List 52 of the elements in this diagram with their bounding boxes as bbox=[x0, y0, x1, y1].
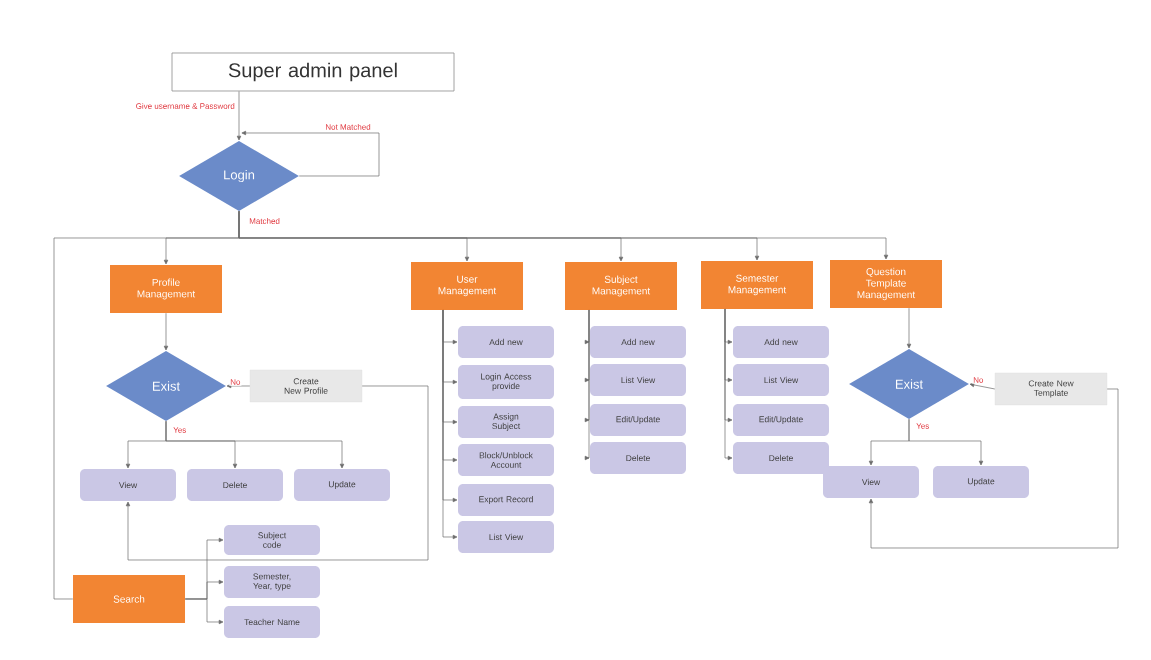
action-box: Edit/Update bbox=[590, 404, 686, 436]
edge-label: Yes bbox=[172, 426, 188, 434]
edge-label: No bbox=[229, 378, 242, 386]
action-box: Delete bbox=[733, 442, 829, 474]
action-box: Teacher Name bbox=[224, 606, 320, 638]
module-box: Search bbox=[73, 575, 185, 623]
module-box: User Management bbox=[411, 262, 523, 310]
title-box: Super admin panel bbox=[171, 52, 455, 92]
edge-label: Yes bbox=[915, 422, 931, 430]
action-box: Subject code bbox=[224, 525, 320, 555]
module-box: Profile Management bbox=[110, 265, 222, 313]
action-box: Delete bbox=[187, 469, 283, 501]
edge-label: Give username & Password bbox=[134, 102, 236, 110]
action-box: Block/Unblock Account bbox=[458, 444, 554, 476]
action-box: Edit/Update bbox=[733, 404, 829, 436]
arrow bbox=[165, 420, 345, 469]
arrow bbox=[908, 418, 984, 466]
arrow bbox=[584, 309, 590, 461]
arrow bbox=[906, 307, 912, 349]
arrow bbox=[969, 382, 996, 390]
arrow bbox=[442, 309, 458, 540]
action-box: Semester, Year, type bbox=[224, 566, 320, 598]
action-box: Assign Subject bbox=[458, 406, 554, 438]
action-box: View bbox=[823, 466, 919, 498]
arrow bbox=[184, 598, 224, 625]
create-box: Create New Template bbox=[994, 372, 1108, 406]
action-box: List View bbox=[458, 521, 554, 553]
edge-label: No bbox=[972, 376, 985, 384]
edge-label: Matched bbox=[248, 217, 281, 225]
arrow bbox=[241, 130, 380, 177]
arrow bbox=[125, 385, 429, 561]
arrow bbox=[868, 388, 1119, 549]
arrow bbox=[724, 308, 733, 461]
action-box: Add new bbox=[458, 326, 554, 358]
action-box: Delete bbox=[590, 442, 686, 474]
action-box: Update bbox=[933, 466, 1029, 498]
action-box: View bbox=[80, 469, 176, 501]
action-box: Export Record bbox=[458, 484, 554, 516]
action-box: List View bbox=[733, 364, 829, 396]
module-box: Question Template Management bbox=[830, 260, 942, 308]
module-box: Subject Management bbox=[565, 262, 677, 310]
module-box: Semester Management bbox=[701, 261, 813, 309]
action-box: List View bbox=[590, 364, 686, 396]
create-box: Create New Profile bbox=[249, 369, 363, 403]
action-box: Add new bbox=[733, 326, 829, 358]
arrow bbox=[226, 383, 251, 389]
arrow bbox=[163, 312, 169, 351]
action-box: Add new bbox=[590, 326, 686, 358]
edge-label: Not Matched bbox=[324, 122, 372, 131]
action-box: Update bbox=[294, 469, 390, 501]
action-box: Login Access provide bbox=[458, 365, 554, 399]
arrow bbox=[236, 91, 242, 141]
